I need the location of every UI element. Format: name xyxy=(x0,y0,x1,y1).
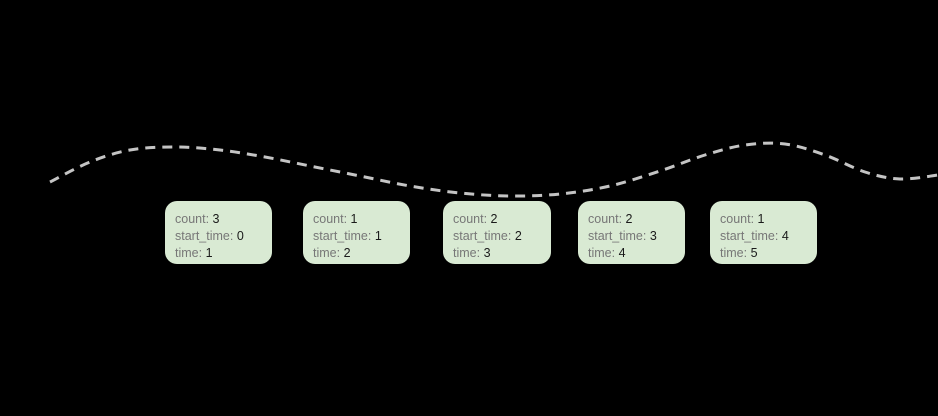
card-field-count: count: 1 xyxy=(720,211,817,228)
card-field-time: time: 3 xyxy=(453,245,551,262)
card-field-time: time: 5 xyxy=(720,245,817,262)
card-field-count: count: 2 xyxy=(453,211,551,228)
card-field-value: 3 xyxy=(649,229,657,243)
card-field-value: 3 xyxy=(483,246,491,260)
card-field-value: 4 xyxy=(781,229,789,243)
card-field-label: time: xyxy=(588,246,616,260)
card-field-start_time: start_time: 3 xyxy=(588,228,685,245)
card-field-value: 1 xyxy=(374,229,382,243)
card-field-value: 5 xyxy=(750,246,758,260)
card-field-label: time: xyxy=(313,246,341,260)
card-field-label: start_time: xyxy=(313,229,372,243)
card-field-start_time: start_time: 4 xyxy=(720,228,817,245)
card-field-label: count: xyxy=(720,212,755,226)
card-field-value: 2 xyxy=(625,212,633,226)
card-field-value: 1 xyxy=(205,246,213,260)
card-field-start_time: start_time: 1 xyxy=(313,228,410,245)
card-field-start_time: start_time: 0 xyxy=(175,228,272,245)
card-field-label: time: xyxy=(453,246,481,260)
card-field-label: start_time: xyxy=(588,229,647,243)
card-field-value: 4 xyxy=(618,246,626,260)
card-field-value: 2 xyxy=(343,246,351,260)
trend-curve-path xyxy=(49,141,938,198)
card-field-count: count: 3 xyxy=(175,211,272,228)
card-field-label: time: xyxy=(720,246,748,260)
card-field-value: 2 xyxy=(514,229,522,243)
card-field-time: time: 1 xyxy=(175,245,272,262)
card-field-time: time: 4 xyxy=(588,245,685,262)
card-field-value: 1 xyxy=(757,212,765,226)
card-field-value: 1 xyxy=(350,212,358,226)
card-field-value: 2 xyxy=(490,212,498,226)
card-field-label: time: xyxy=(175,246,203,260)
card-field-label: start_time: xyxy=(720,229,779,243)
card-field-label: start_time: xyxy=(453,229,512,243)
card-field-count: count: 1 xyxy=(313,211,410,228)
card-field-count: count: 2 xyxy=(588,211,685,228)
card-field-value: 0 xyxy=(236,229,244,243)
card-field-label: count: xyxy=(175,212,210,226)
card-field-label: count: xyxy=(313,212,348,226)
card-field-label: start_time: xyxy=(175,229,234,243)
card-field-label: count: xyxy=(453,212,488,226)
card-field-time: time: 2 xyxy=(313,245,410,262)
card-field-label: count: xyxy=(588,212,623,226)
card-field-value: 3 xyxy=(212,212,220,226)
card-field-start_time: start_time: 2 xyxy=(453,228,551,245)
